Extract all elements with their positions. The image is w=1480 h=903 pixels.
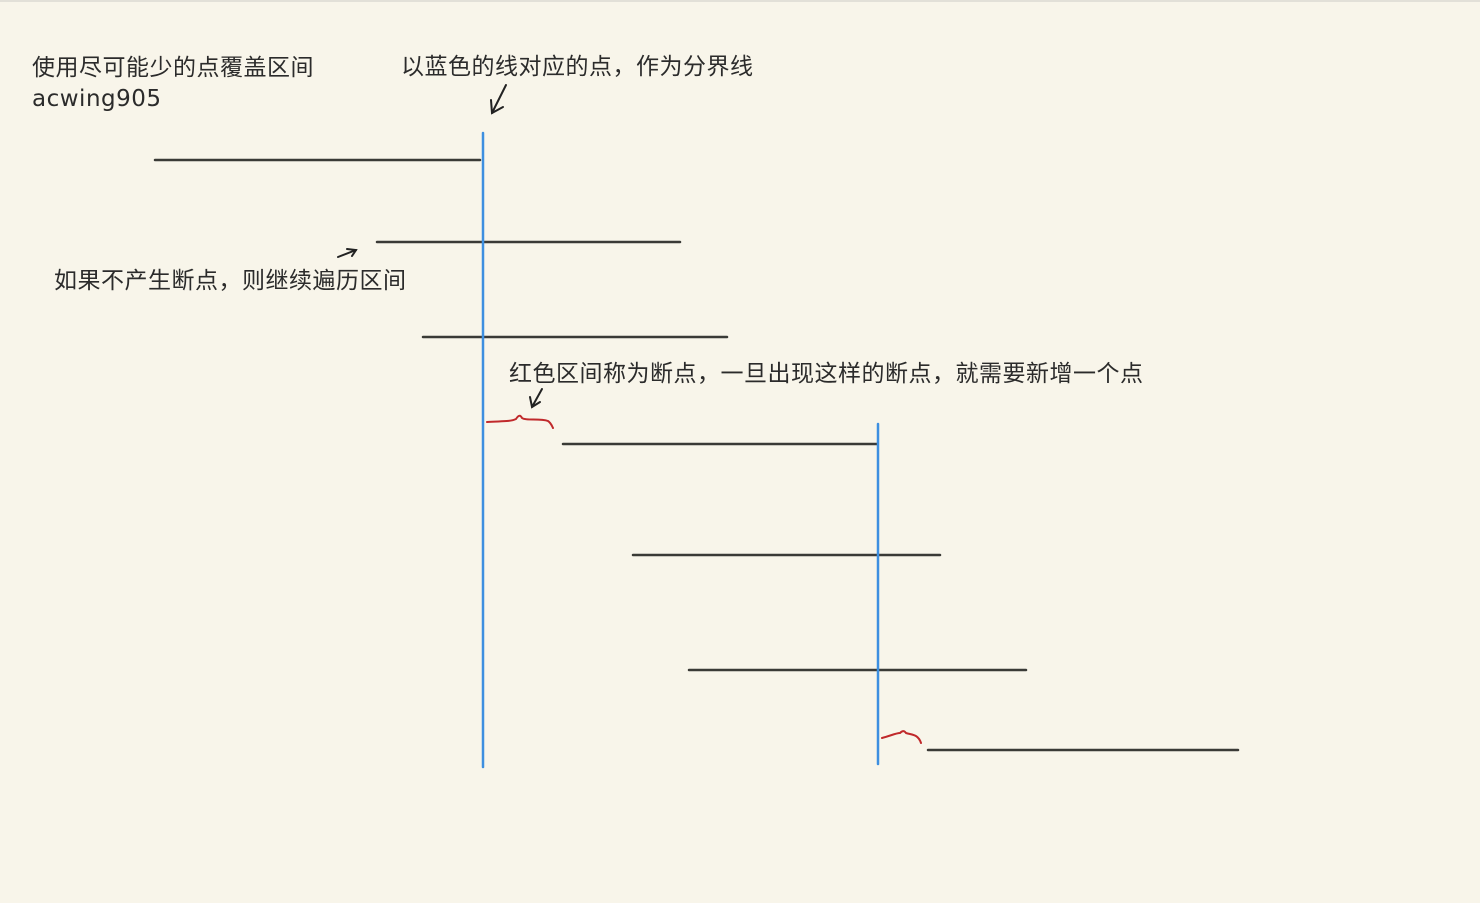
problem-id-label: acwing905	[32, 86, 162, 112]
break-note: 红色区间称为断点，一旦出现这样的断点，就需要新增一个点	[509, 361, 1144, 387]
breakpoint-brace-1	[486, 414, 554, 429]
arrows	[337, 84, 543, 409]
arrow-down-left-icon	[529, 388, 543, 409]
dividers	[481, 131, 880, 769]
no-break-note: 如果不产生断点，则继续遍历区间	[54, 268, 407, 294]
title-label: 使用尽可能少的点覆盖区间	[32, 55, 314, 81]
arrow-up-right-icon	[337, 248, 358, 258]
blue-line-note: 以蓝色的线对应的点，作为分界线	[401, 54, 754, 80]
breakpoints	[486, 414, 922, 744]
intervals	[153, 158, 1240, 752]
top-border	[0, 0, 1480, 2]
breakpoint-brace-2	[881, 730, 922, 744]
arrow-down-left-icon	[490, 84, 507, 115]
